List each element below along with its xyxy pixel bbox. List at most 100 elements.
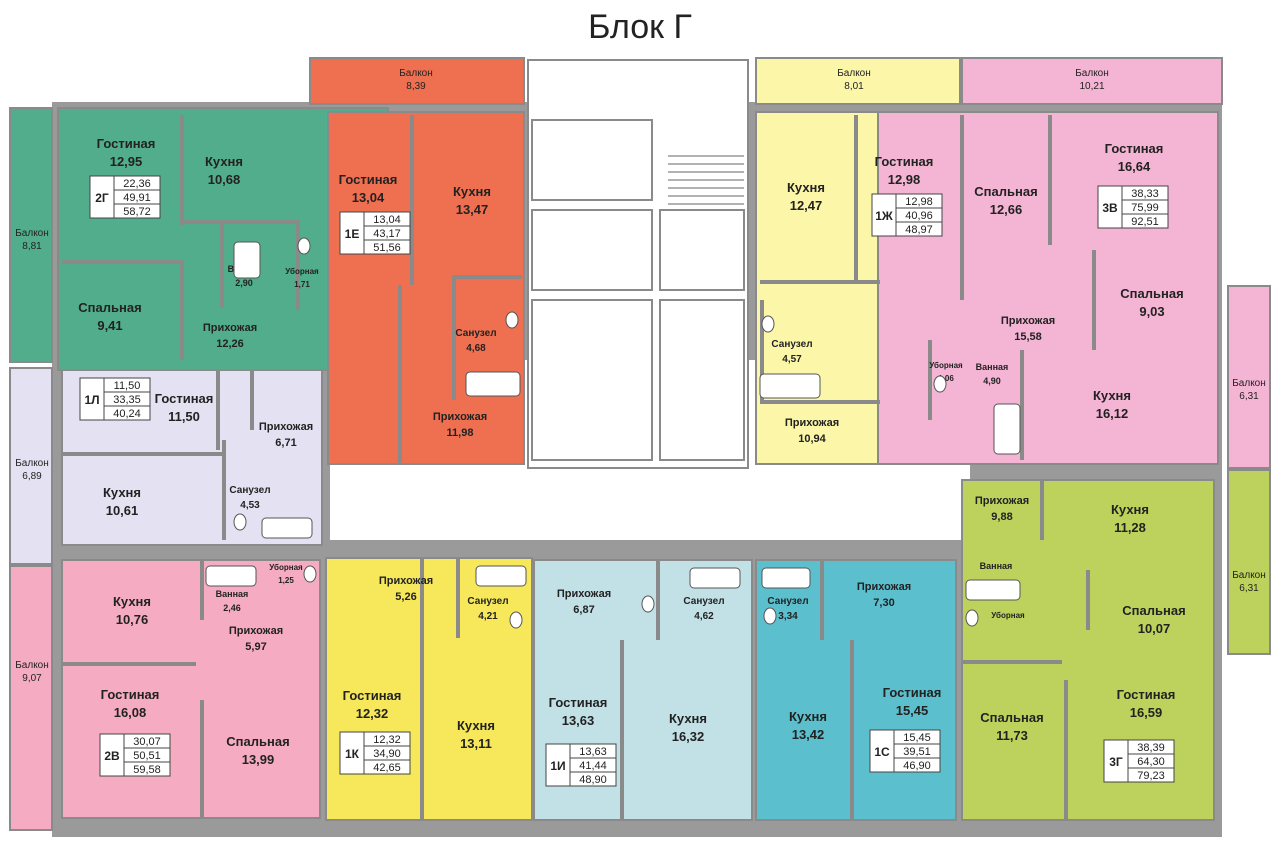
apartment-code: 2В — [104, 749, 120, 763]
interior-wall — [296, 220, 300, 310]
room-area: 15,45 — [896, 703, 929, 718]
room-name: Санузел — [229, 485, 270, 496]
room-name: Прихожая — [203, 322, 257, 334]
interior-wall — [820, 560, 824, 640]
room-name: Санузел — [683, 596, 724, 607]
balcony-1zh — [755, 57, 961, 105]
room-area: 1,71 — [294, 280, 310, 289]
interior-wall — [180, 115, 184, 225]
apartment-total-area: 75,99 — [1131, 202, 1159, 214]
apartment-code: 3В — [1102, 201, 1118, 215]
balcony-area: 8,01 — [844, 81, 864, 92]
room-name: Прихожая — [259, 421, 313, 433]
room-name: Гостиная — [549, 695, 608, 710]
apartment-total-area: 39,51 — [903, 746, 931, 758]
apartment-living-area: 38,33 — [1131, 188, 1159, 200]
room-name: Спальная — [980, 710, 1043, 725]
room-area: 13,04 — [352, 190, 385, 205]
room-name: Спальная — [974, 184, 1037, 199]
room-area: 7,30 — [873, 597, 894, 609]
room-area: 10,76 — [116, 612, 149, 627]
room-name: Спальная — [226, 734, 289, 749]
room-area: 2,46 — [223, 603, 241, 613]
room-area: 9,03 — [1139, 304, 1164, 319]
apartment-code: 1Л — [84, 393, 99, 407]
balcony-area: 8,39 — [406, 81, 426, 92]
apartment-full-area: 42,65 — [373, 762, 401, 774]
room-name: Кухня — [1093, 388, 1131, 403]
room-area: 11,28 — [1114, 520, 1146, 535]
interior-wall — [854, 115, 858, 280]
apartment-living-area: 12,32 — [373, 734, 401, 746]
apartment-full-area: 92,51 — [1131, 216, 1159, 228]
room-name: Кухня — [669, 711, 707, 726]
apartment-living-area: 11,50 — [114, 380, 141, 392]
apartment-table-frame — [339, 731, 411, 775]
interior-wall — [850, 640, 854, 820]
room-name: Спальная — [78, 300, 141, 315]
room-name: Ванная — [216, 589, 249, 599]
balcony-2v — [9, 565, 53, 831]
room-area: 12,26 — [216, 338, 244, 350]
room-name: Санузел — [455, 328, 496, 339]
room-area: 5,26 — [395, 591, 416, 603]
balcony-label: Балкон — [837, 68, 871, 79]
shaft — [531, 299, 653, 461]
apartment-code: 1К — [345, 747, 360, 761]
room-area: 9,41 — [97, 318, 122, 333]
room-name: Санузел — [467, 596, 508, 607]
room-name: Ванная — [976, 362, 1009, 372]
apartment-total-area: 33,35 — [113, 394, 141, 406]
toilet-icon — [763, 607, 777, 625]
apartment-full-area: 40,24 — [113, 408, 141, 420]
interior-wall — [62, 452, 222, 456]
interior-wall — [456, 558, 460, 638]
balcony-label: Балкон — [15, 660, 49, 671]
room-area: 12,66 — [990, 202, 1023, 217]
interior-wall — [398, 285, 402, 463]
room-area: 2,90 — [235, 278, 253, 288]
interior-wall — [62, 662, 196, 666]
room-name: Спальная — [1122, 603, 1185, 618]
room-area: 12,32 — [356, 706, 389, 721]
apartment-code: 1Ж — [875, 209, 893, 223]
shaft — [659, 299, 745, 461]
room-name: Санузел — [767, 596, 808, 607]
apartment-full-area: 46,90 — [903, 760, 931, 772]
room-area: 4,62 — [694, 611, 714, 622]
room-name: Прихожая — [433, 411, 487, 423]
bathtub-icon — [475, 565, 527, 587]
balcony-1l — [9, 367, 53, 565]
apartment-living-area: 22,36 — [123, 178, 151, 190]
balcony-area: 6,31 — [1239, 583, 1259, 594]
apartment-living-area: 15,45 — [903, 732, 931, 744]
toilet-icon — [233, 513, 247, 531]
room-area: 6,87 — [573, 604, 594, 616]
room-area: 13,47 — [456, 202, 489, 217]
room-name: Прихожая — [857, 581, 911, 593]
interior-wall — [216, 370, 220, 450]
room-area: 11,50 — [168, 409, 200, 424]
room-area: 11,73 — [996, 728, 1028, 743]
room-area: 13,99 — [242, 752, 275, 767]
room-area: 16,12 — [1096, 406, 1129, 421]
room-name: Гостиная — [883, 685, 942, 700]
bathtub-icon — [233, 241, 261, 279]
interior-wall — [928, 340, 932, 420]
apartment-full-area: 48,97 — [905, 224, 933, 236]
apartment-1zh-zone — [755, 111, 887, 465]
interior-wall — [1040, 480, 1044, 540]
room-area: 10,07 — [1138, 621, 1171, 636]
room-area: 16,32 — [672, 729, 705, 744]
interior-wall — [420, 558, 424, 820]
apartment-full-area: 59,58 — [133, 764, 161, 776]
balcony-3v — [961, 57, 1223, 105]
room-area: 6,71 — [275, 437, 296, 449]
interior-wall — [220, 220, 300, 224]
shaft — [531, 209, 653, 291]
interior-wall — [220, 220, 224, 308]
apartment-total-area: 50,51 — [133, 750, 161, 762]
